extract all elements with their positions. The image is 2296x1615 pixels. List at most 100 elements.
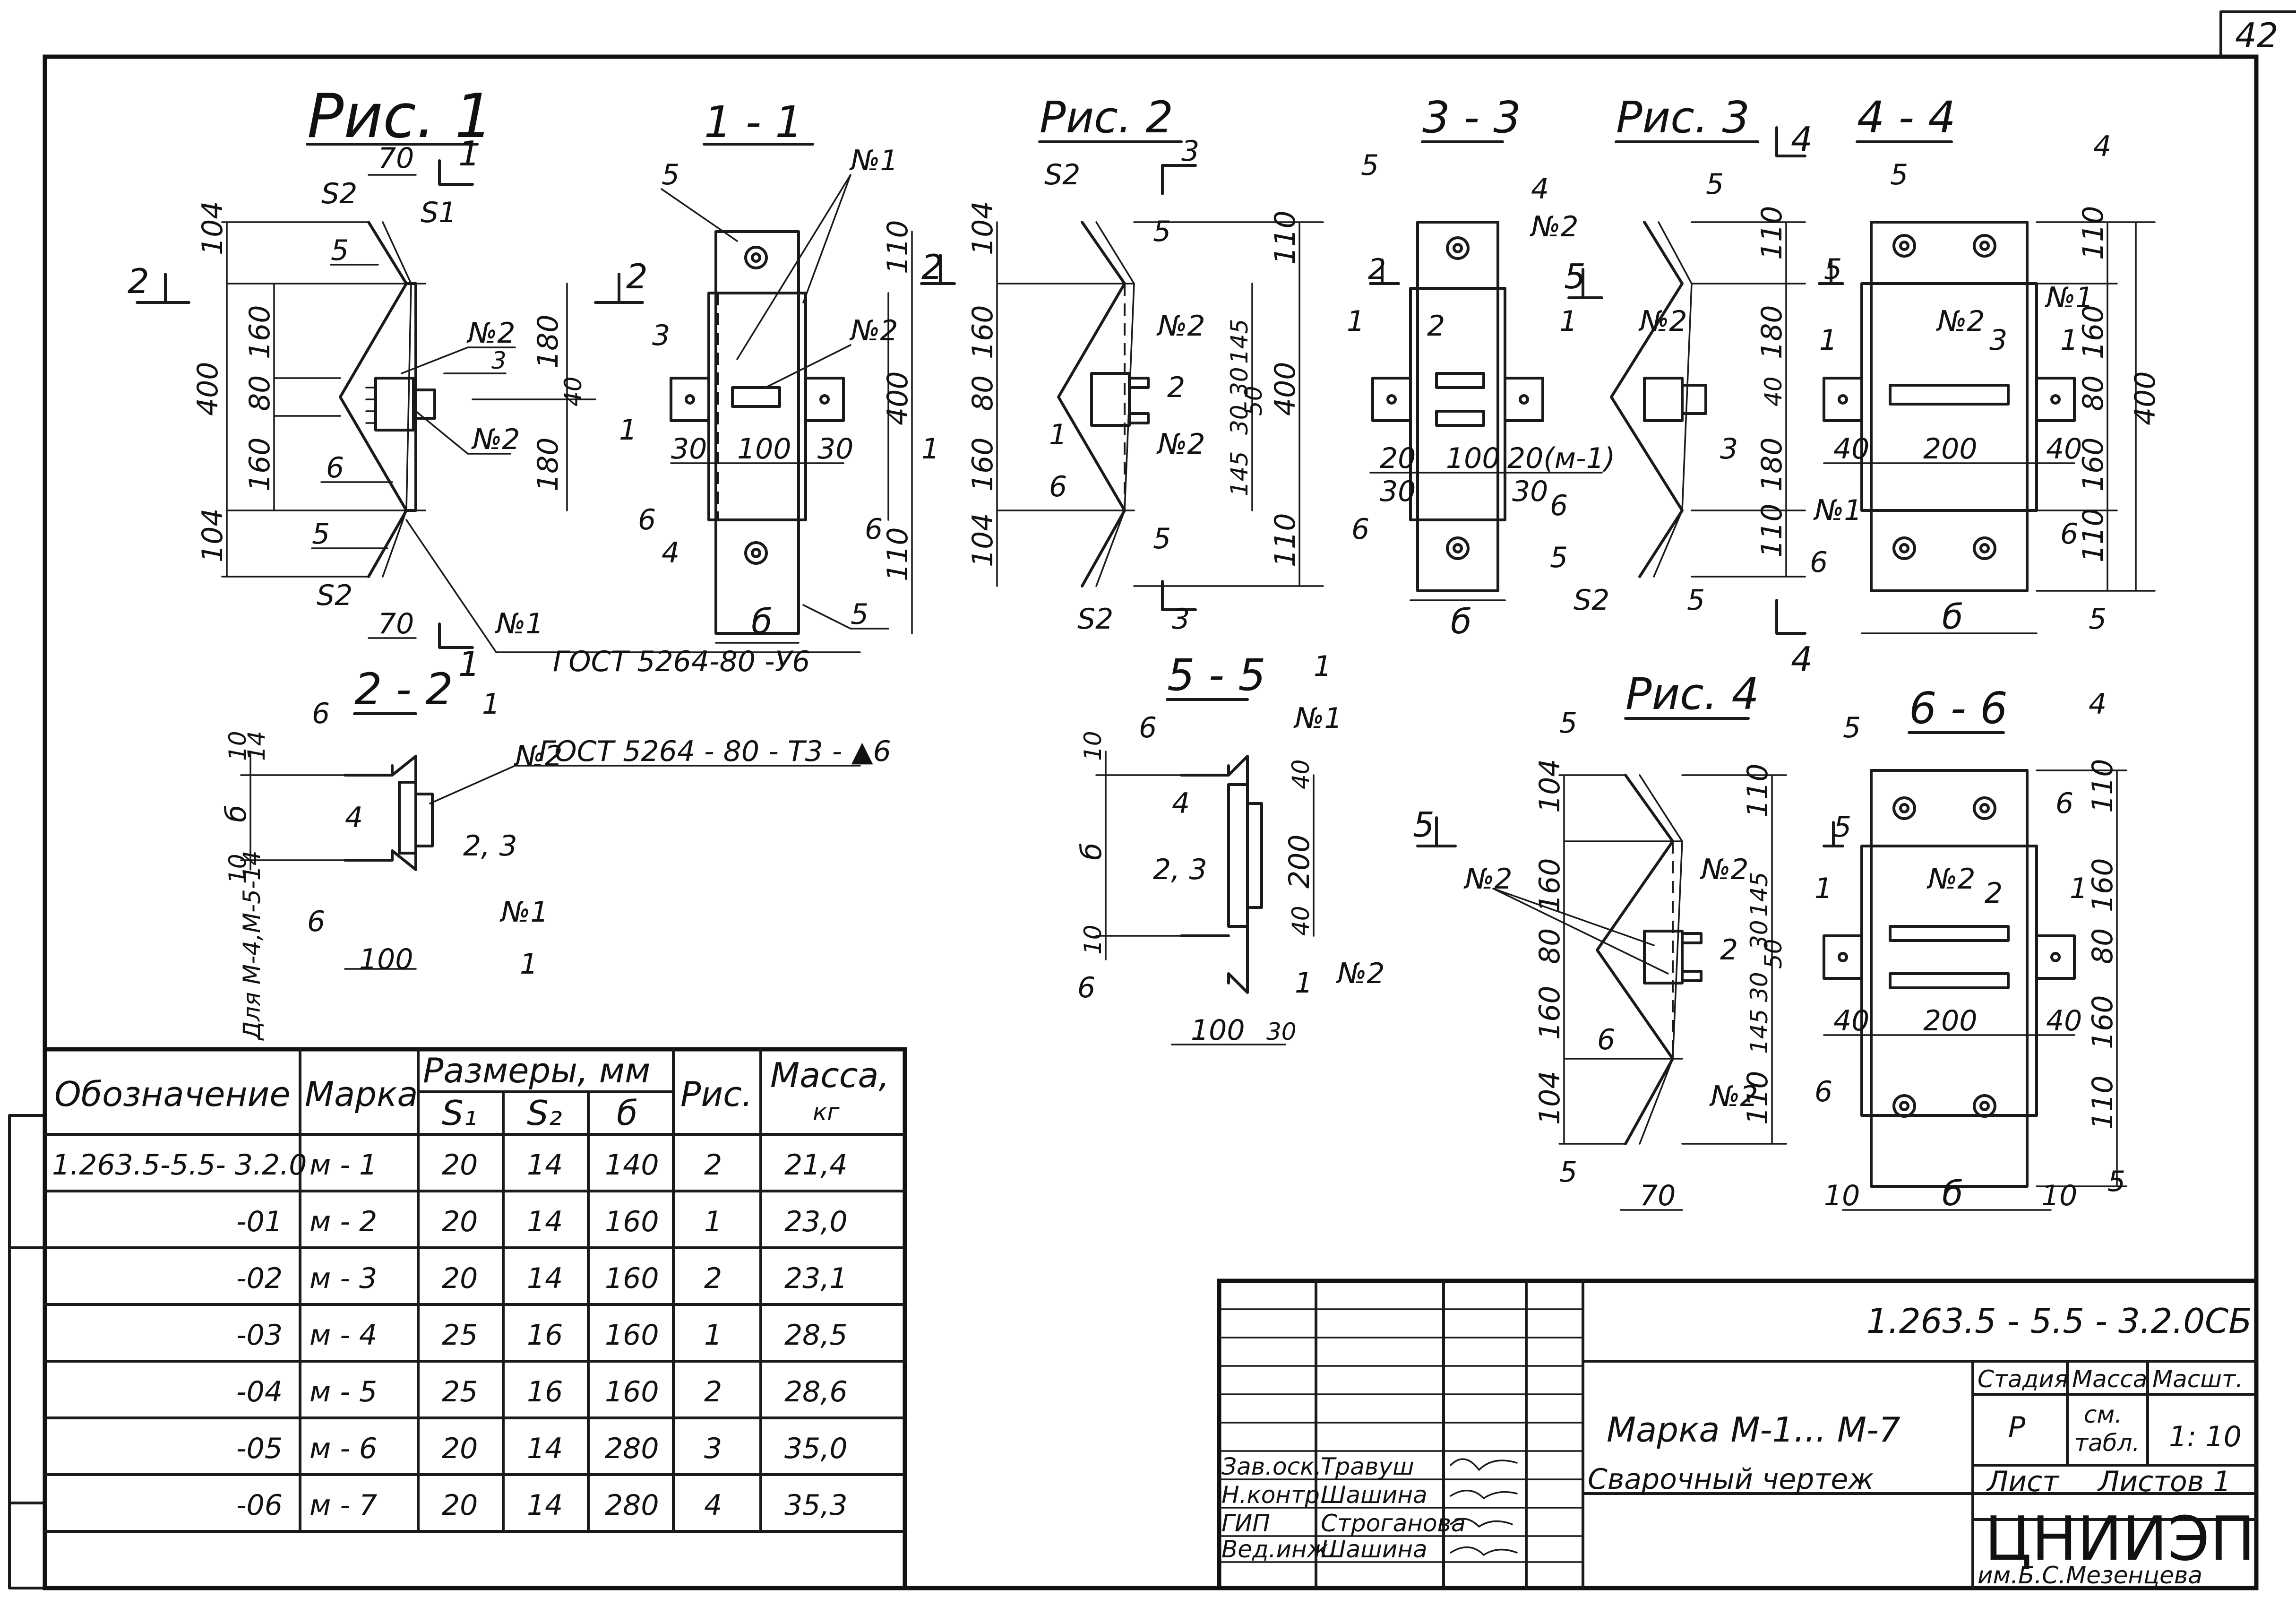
svg-text:35,3: 35,3 — [784, 1489, 848, 1522]
sheet-number-box — [2219, 10, 2296, 58]
fig3-bent-plate — [1610, 221, 1684, 578]
table-row: -06 м - 7 20 14 280 4 35,3 — [236, 1489, 848, 1522]
table-row: -05 м - 6 20 14 280 3 35,0 — [236, 1432, 848, 1465]
svg-text:м - 2: м - 2 — [310, 1205, 377, 1238]
svg-text:2: 2 — [1368, 253, 1386, 286]
svg-text:№2: №2 — [466, 317, 516, 350]
svg-text:30: 30 — [817, 432, 853, 466]
figure-2: Рис. 2 104 160 80 160 104 110 400 110 14… — [920, 92, 1324, 636]
svg-text:4: 4 — [1791, 639, 1813, 679]
svg-text:4: 4 — [1172, 787, 1190, 820]
svg-text:160: 160 — [605, 1375, 659, 1408]
svg-text:5: 5 — [851, 598, 869, 631]
svg-text:6: 6 — [1077, 971, 1095, 1004]
svg-text:б: б — [1942, 1174, 1963, 1213]
svg-text:30: 30 — [1380, 475, 1416, 508]
svg-text:30: 30 — [1512, 475, 1548, 508]
section-6-6: 6 - 6 110 160 80 160 110 40 200 40 10 б … — [1814, 683, 2127, 1213]
svg-text:10: 10 — [1079, 924, 1107, 955]
svg-text:1: 1 — [520, 948, 538, 981]
svg-text:40: 40 — [559, 376, 587, 406]
svg-text:14: 14 — [527, 1205, 563, 1238]
svg-text:5: 5 — [1153, 522, 1171, 555]
sheet-label: Лист — [1986, 1465, 2060, 1498]
stage-header: Стадия — [1978, 1365, 2068, 1393]
svg-text:110: 110 — [1741, 1071, 1774, 1125]
svg-text:1: 1 — [1314, 650, 1332, 683]
svg-text:S2: S2 — [317, 579, 353, 612]
section-1-1: 1 - 1 2 110 400 110 30 100 30 б 5 №1 3 №… — [594, 97, 939, 644]
svg-text:110: 110 — [881, 220, 914, 274]
svg-text:20: 20 — [442, 1262, 478, 1295]
svg-text:Вед.инж.: Вед.инж. — [1221, 1536, 1336, 1563]
svg-text:20: 20 — [442, 1149, 478, 1182]
svg-text:4: 4 — [704, 1489, 722, 1522]
svg-text:400: 400 — [2129, 371, 2162, 425]
svg-text:м - 5: м - 5 — [310, 1375, 377, 1408]
svg-text:№2: №2 — [1926, 863, 1976, 896]
svg-text:м - 3: м - 3 — [310, 1262, 377, 1295]
svg-text:10: 10 — [224, 731, 251, 761]
svg-text:м - 1: м - 1 — [310, 1149, 377, 1182]
svg-text:1: 1 — [1295, 967, 1313, 1000]
svg-text:145: 145 — [1746, 872, 1773, 917]
org-subtitle: им.Б.С.Мезенцева — [1978, 1562, 2202, 1589]
svg-text:10: 10 — [1824, 1179, 1860, 1212]
svg-text:23,0: 23,0 — [784, 1205, 848, 1238]
svg-text:10: 10 — [1079, 731, 1107, 761]
svg-text:S2: S2 — [321, 177, 357, 210]
svg-text:2: 2 — [1427, 310, 1445, 343]
section-5-5: 5 - 5 10 б 10 40 200 40 100 30 6 1 №1 4 … — [1075, 650, 1385, 1047]
svg-text:104: 104 — [1533, 759, 1566, 813]
svg-text:280: 280 — [605, 1489, 659, 1522]
svg-text:80: 80 — [966, 375, 999, 411]
svg-text:б: б — [220, 805, 253, 822]
svg-text:28,6: 28,6 — [784, 1375, 848, 1408]
svg-text:1: 1 — [704, 1319, 722, 1352]
svg-text:№2: №2 — [514, 740, 563, 773]
section-2-2: 2 - 2 10 14 б 10 Для М-4,М-5-14 100 6 1 … — [220, 664, 891, 1041]
table-row: -02 м - 3 20 14 160 2 23,1 — [236, 1262, 848, 1295]
svg-text:м - 6: м - 6 — [310, 1432, 377, 1465]
svg-text:110: 110 — [1755, 503, 1789, 558]
svg-text:1: 1 — [619, 414, 637, 447]
svg-text:180: 180 — [532, 314, 565, 369]
scale-value: 1: 10 — [2169, 1420, 2242, 1453]
svg-text:6: 6 — [865, 513, 883, 546]
svg-text:5: 5 — [2089, 603, 2107, 636]
svg-text:110: 110 — [2086, 1075, 2119, 1130]
svg-text:6: 6 — [638, 503, 656, 536]
s44-base-plate — [1870, 221, 2029, 592]
svg-text:104: 104 — [966, 201, 999, 255]
signature-mark — [1450, 1458, 1518, 1471]
svg-text:280: 280 — [605, 1432, 659, 1465]
svg-text:б: б — [1451, 602, 1471, 641]
svg-text:S2: S2 — [1574, 584, 1609, 617]
svg-text:Шашина: Шашина — [1321, 1536, 1427, 1563]
svg-text:-02: -02 — [236, 1262, 283, 1295]
fig1-weld-block — [374, 377, 415, 432]
sheet-number: 42 — [2235, 16, 2279, 55]
svg-text:5: 5 — [331, 234, 349, 267]
svg-text:6 - 6: 6 - 6 — [1909, 683, 2008, 734]
svg-text:1: 1 — [2060, 324, 2078, 357]
svg-text:145: 145 — [1746, 1009, 1773, 1054]
svg-text:30: 30 — [671, 432, 707, 466]
svg-text:40: 40 — [1287, 906, 1315, 936]
svg-text:Травуш: Травуш — [1321, 1453, 1414, 1480]
svg-text:40: 40 — [1287, 759, 1315, 789]
signature-mark — [1450, 1518, 1513, 1528]
svg-text:145: 145 — [1226, 319, 1253, 364]
svg-text:14: 14 — [527, 1149, 563, 1182]
svg-text:110: 110 — [1269, 513, 1302, 567]
svg-text:Рис. 3: Рис. 3 — [1616, 92, 1750, 143]
svg-text:1: 1 — [458, 644, 480, 684]
svg-text:160: 160 — [2077, 437, 2110, 492]
th-designation: Обозначение — [54, 1074, 291, 1114]
svg-text:5: 5 — [1559, 707, 1577, 740]
svg-text:400: 400 — [881, 371, 914, 425]
svg-text:20: 20 — [1380, 442, 1416, 475]
mass-value-1: см. — [2084, 1401, 2122, 1428]
svg-text:№1: №1 — [495, 607, 544, 640]
svg-text:6: 6 — [1597, 1023, 1615, 1056]
